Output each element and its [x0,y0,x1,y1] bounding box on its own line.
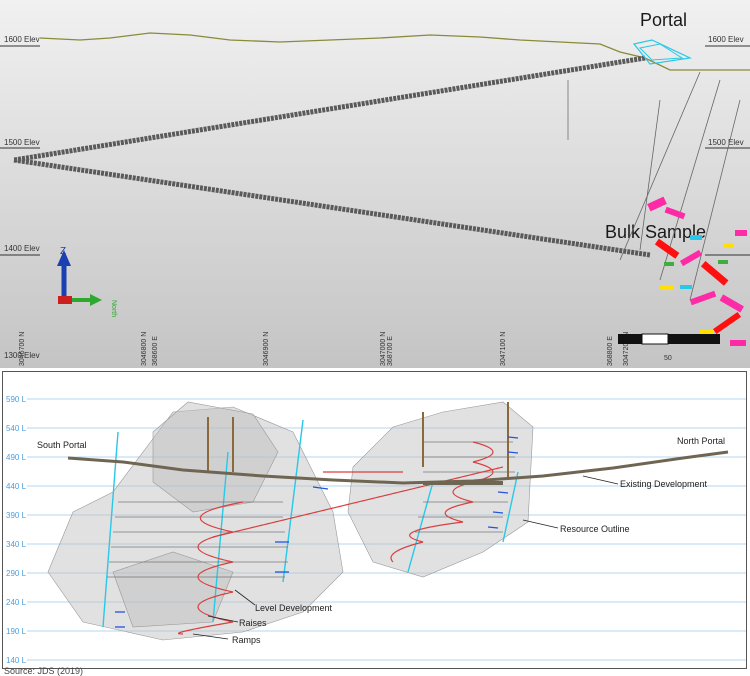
ramps [177,441,504,635]
scale-bar: 50 [618,333,720,362]
svg-text:490 L: 490 L [6,453,27,462]
topography-line [39,32,750,71]
axis-z-label: Z [60,246,66,257]
section-view: 1600 Elev 1600 Elev 1500 Elev 1500 Elev … [0,10,750,366]
svg-text:390 L: 390 L [6,511,27,520]
svg-text:290 L: 290 L [6,569,27,578]
svg-text:240 L: 240 L [6,598,27,607]
ramp-decline [13,55,651,258]
axis-triad: Z North [57,246,117,317]
long-section-panel: 590 L 540 L 490 L 440 L 390 L 340 L 290 … [2,371,747,669]
existing-development [67,450,729,485]
svg-text:3047200 N: 3047200 N [623,332,630,366]
drill-holes [619,71,741,301]
svg-text:3047100 N: 3047100 N [500,332,507,366]
coordinate-labels: 3046700 N 3046800 N 368600 E 3046900 N 3… [19,332,630,366]
level-stubs [115,436,519,628]
svg-text:368800 E: 368800 E [607,336,614,366]
elev-1300-left: 1300 Elev [4,351,40,360]
level-development [107,441,515,578]
elev-1400-left: 1400 Elev [4,244,40,253]
long-section: 590 L 540 L 490 L 440 L 390 L 340 L 290 … [6,395,746,665]
resource-outline-label: Resource Outline [560,524,630,534]
svg-text:590 L: 590 L [6,395,27,404]
raises-label: Raises [239,618,267,628]
svg-text:540 L: 540 L [6,424,27,433]
bulk-sample-label: Bulk Sample [605,222,706,242]
existing-development-label: Existing Development [620,479,708,489]
vent-shafts [207,402,509,477]
figure-source: Source: JDS (2019) [4,666,84,676]
svg-text:3046900 N: 3046900 N [263,332,270,366]
elev-1600-left: 1600 Elev [4,35,40,44]
south-portal-label: South Portal [37,440,87,450]
section-view-panel: 1600 Elev 1600 Elev 1500 Elev 1500 Elev … [0,0,750,368]
svg-text:440 L: 440 L [6,482,27,491]
elev-1500-left: 1500 Elev [4,138,40,147]
elev-1600-right: 1600 Elev [708,35,744,44]
raises [102,419,519,628]
resource-outline-shapes [47,401,534,641]
bulk-sample-development [647,196,747,346]
svg-text:3046700 N: 3046700 N [19,332,26,366]
north-portal-label: North Portal [677,436,725,446]
axis-y-label: North [110,300,117,317]
portal-label: Portal [640,10,687,30]
elev-1500-right: 1500 Elev [708,138,744,147]
svg-text:3046800 N: 3046800 N [141,332,148,366]
portal-outline [632,39,693,65]
svg-text:190 L: 190 L [6,627,27,636]
level-lines [27,398,746,661]
svg-text:340 L: 340 L [6,540,27,549]
level-labels: 590 L 540 L 490 L 440 L 390 L 340 L 290 … [6,395,27,665]
svg-text:368600 E: 368600 E [152,336,159,366]
ramps-label: Ramps [232,635,261,645]
level-development-label: Level Development [255,603,333,613]
svg-text:3047000 N: 3047000 N [380,332,387,366]
svg-text:140 L: 140 L [6,656,27,665]
scale-label: 50 [664,355,672,362]
svg-text:368700 E: 368700 E [387,336,394,366]
